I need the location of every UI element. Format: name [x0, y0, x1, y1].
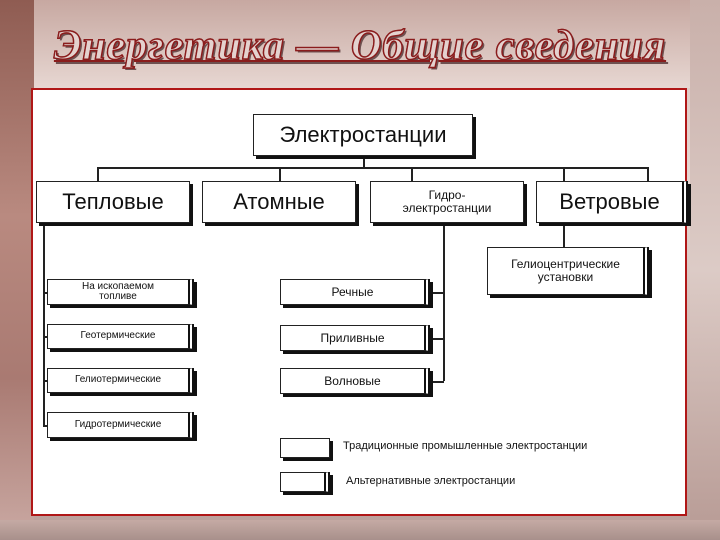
connector-wind: [647, 167, 649, 181]
connector-thermal-1: [43, 292, 47, 294]
legend-alternative-label: Альтернативные электростанции: [346, 475, 516, 487]
legend-alternative-swatch: [280, 472, 330, 492]
node-wave: Волновые: [280, 368, 430, 394]
legend-traditional-swatch: [280, 438, 330, 458]
connector-nuclear: [279, 167, 281, 181]
background-bottom: [0, 520, 720, 540]
background-left: [0, 0, 34, 540]
background-top: [0, 0, 720, 88]
diagram-panel: Электростанции Тепловые Атомные Гидро- э…: [31, 88, 688, 516]
connector-thermal: [97, 167, 99, 181]
legend-traditional-label: Традиционные промышленные электростанции: [343, 440, 588, 452]
node-solar: Гелиоцентрические установки: [487, 247, 649, 295]
background-right: [690, 0, 720, 540]
connector-thermal-3: [43, 380, 47, 382]
node-wind: Ветровые: [536, 181, 688, 223]
connector-hydro-2: [430, 338, 444, 340]
connector-hydro-trunk: [443, 223, 445, 381]
connector-thermal-2: [43, 336, 47, 338]
connector-hydro: [411, 167, 413, 181]
node-power-plants: Электростанции: [253, 114, 473, 156]
node-thermal: Тепловые: [36, 181, 190, 223]
node-solar-label: Гелиоцентрические установки: [511, 257, 620, 284]
node-hydrothermal: Гидротермические: [47, 412, 194, 438]
node-tidal: Приливные: [280, 325, 430, 351]
node-hydro-label: Гидро- электростанции: [402, 188, 492, 215]
node-river: Речные: [280, 279, 430, 305]
node-hydro: Гидро- электростанции: [370, 181, 524, 223]
node-nuclear: Атомные: [202, 181, 356, 223]
node-fossil: На ископаемом топливе: [47, 279, 194, 305]
connector-thermal-trunk: [43, 224, 45, 426]
connector-hydro-3: [430, 381, 444, 383]
connector-level1-bus: [97, 167, 647, 169]
connector-root-down: [363, 157, 365, 167]
node-geothermal: Геотермические: [47, 324, 194, 349]
slide-title: Энергетика — Общие сведения: [53, 22, 667, 69]
node-heliothermal: Гелиотермические: [47, 368, 194, 393]
connector-thermal-4: [43, 425, 47, 427]
connector-hydro-1: [430, 292, 444, 294]
node-fossil-label: На ископаемом топливе: [81, 280, 155, 302]
